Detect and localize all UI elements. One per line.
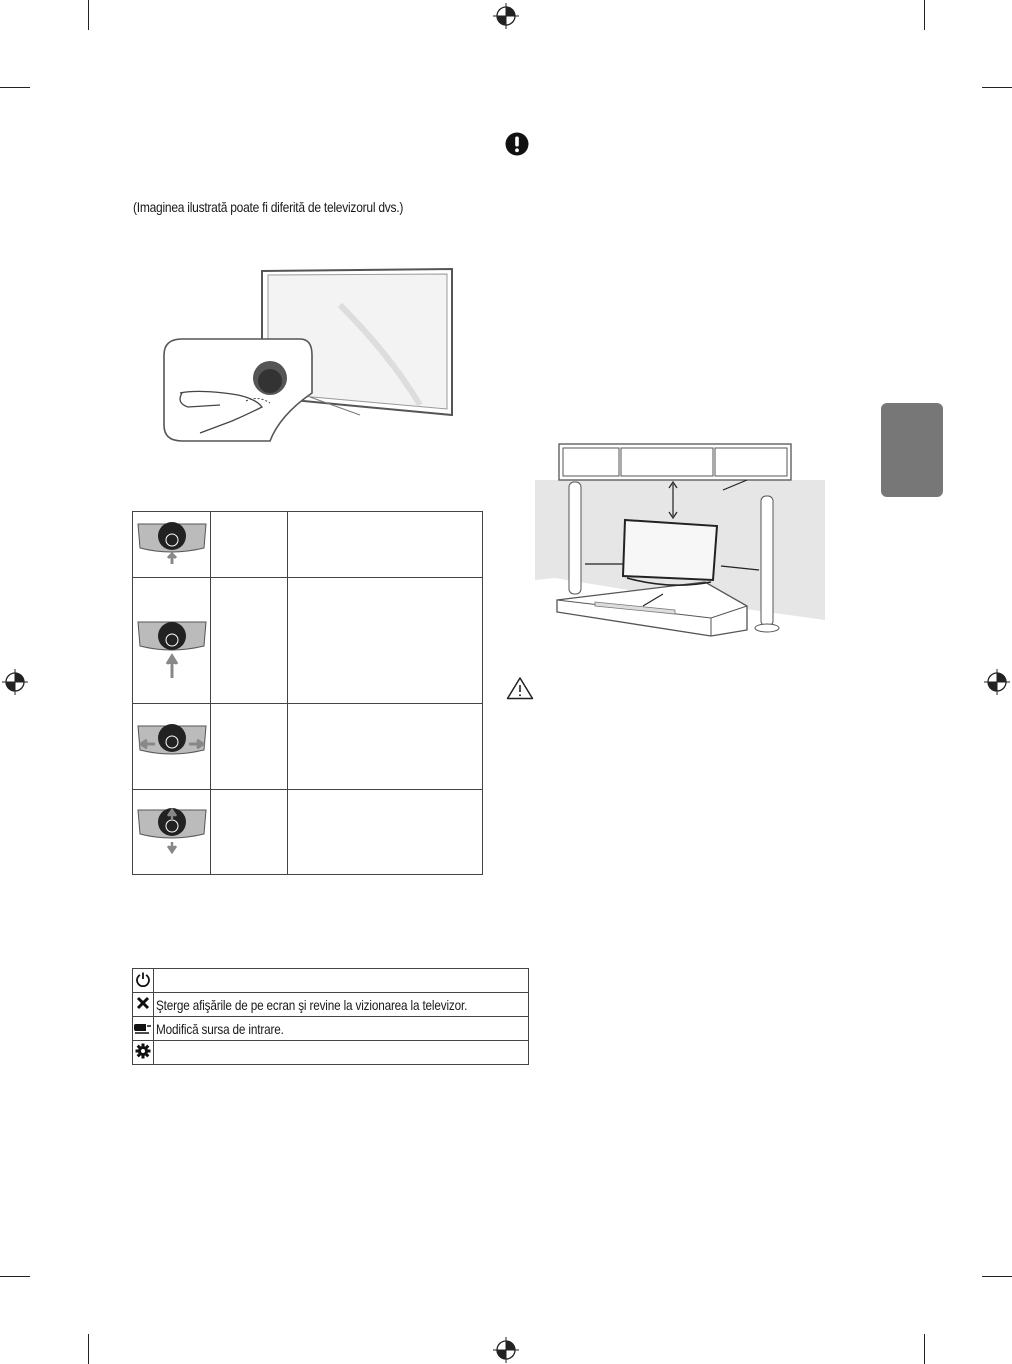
table-row <box>132 511 483 578</box>
table-cell-label <box>210 789 288 875</box>
figure-caption: (Imaginea ilustrată poate fi diferită de… <box>133 199 404 215</box>
joystick-press-icon <box>137 522 207 564</box>
registration-mark-left <box>2 669 28 695</box>
table-row: Şterge afişările de pe ecran şi revine l… <box>132 992 530 1017</box>
table-cell-label <box>210 511 288 578</box>
crop-mark <box>0 1276 30 1277</box>
tv-joystick-illustration <box>163 267 453 442</box>
menu-icons-table: Şterge afişările de pe ecran şi revine l… <box>132 968 530 1065</box>
table-cell-description <box>287 577 483 704</box>
crop-mark <box>88 1334 89 1364</box>
table-cell-label <box>210 703 288 790</box>
table-cell-text: Modifică sursa de intrare. <box>152 1016 530 1041</box>
joystick-up-down-icon <box>137 807 207 855</box>
gear-icon <box>135 1043 151 1059</box>
table-cell-text: Şterge afişările de pe ecran şi revine l… <box>152 992 530 1017</box>
table-cell-description <box>287 511 483 578</box>
table-cell-description <box>287 703 483 790</box>
registration-mark-bottom <box>493 1337 519 1363</box>
joystick-left-right-icon <box>137 724 207 755</box>
table-cell-description <box>287 789 483 875</box>
crop-mark <box>982 1276 1012 1277</box>
table-cell-text <box>152 1040 530 1065</box>
ventilation-clearance-illustration <box>535 443 825 640</box>
crop-mark <box>88 0 89 30</box>
table-cell-icon <box>132 577 211 704</box>
joystick-hold-icon <box>137 621 207 678</box>
table-cell-icon <box>132 511 211 578</box>
input-source-icon <box>134 1024 151 1034</box>
exclamation-circle-icon <box>505 132 529 156</box>
table-cell-label <box>210 577 288 704</box>
crop-mark <box>924 1334 925 1364</box>
close-x-icon <box>136 996 150 1010</box>
table-row <box>132 577 483 704</box>
warning-triangle-icon <box>506 677 534 700</box>
registration-mark-right <box>984 669 1010 695</box>
table-row <box>132 968 530 993</box>
crop-mark <box>0 87 30 88</box>
registration-mark-top <box>493 3 519 29</box>
section-side-tab <box>881 403 943 497</box>
crop-mark <box>924 0 925 30</box>
crop-mark <box>982 87 1012 88</box>
joystick-functions-table <box>132 511 483 875</box>
table-row <box>132 703 483 790</box>
table-row: Modifică sursa de intrare. <box>132 1016 530 1041</box>
table-cell-icon <box>132 703 211 790</box>
table-row <box>132 789 483 875</box>
table-cell-icon <box>132 789 211 875</box>
power-icon <box>136 972 150 988</box>
table-cell-text <box>152 968 530 993</box>
table-row <box>132 1040 530 1065</box>
